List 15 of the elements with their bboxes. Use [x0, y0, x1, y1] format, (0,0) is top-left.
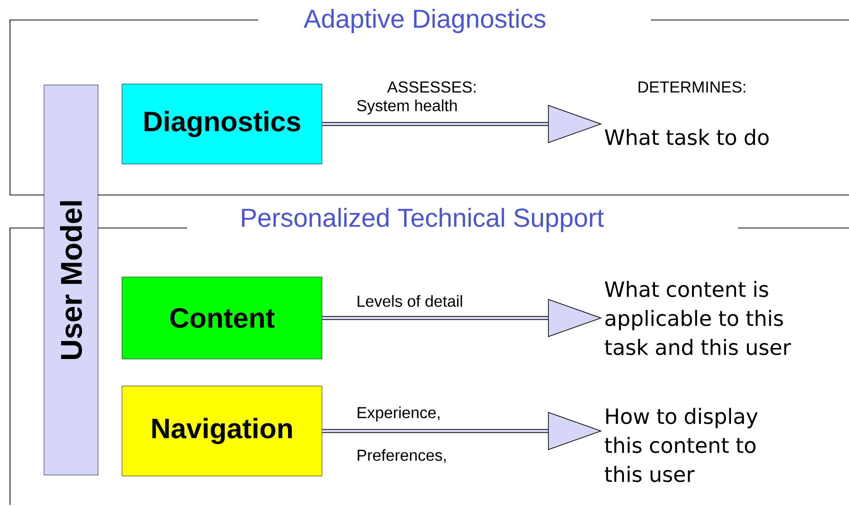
edge-label: Experience,	[358, 406, 440, 422]
module-box: Diagnostics	[122, 84, 322, 164]
section-title: Adaptive Diagnostics	[304, 8, 546, 34]
edge-label: System health	[357, 100, 457, 114]
result-text: What content is applicable to this task and this user	[604, 280, 791, 356]
section-title: Personalized Technical Support	[242, 208, 604, 232]
module-box: Content	[122, 276, 322, 360]
result-text: What task to do	[604, 128, 769, 146]
label-text: Preferences,	[358, 449, 446, 463]
column-heading: ASSESSES:	[387, 81, 476, 93]
result-text: How to display this content to this user	[604, 408, 758, 482]
column-heading: DETERMINES:	[638, 81, 746, 93]
module-box: Navigation	[122, 386, 322, 476]
edge-label: Levels of detail	[358, 295, 462, 307]
user-model-bar: User Model	[44, 84, 98, 476]
